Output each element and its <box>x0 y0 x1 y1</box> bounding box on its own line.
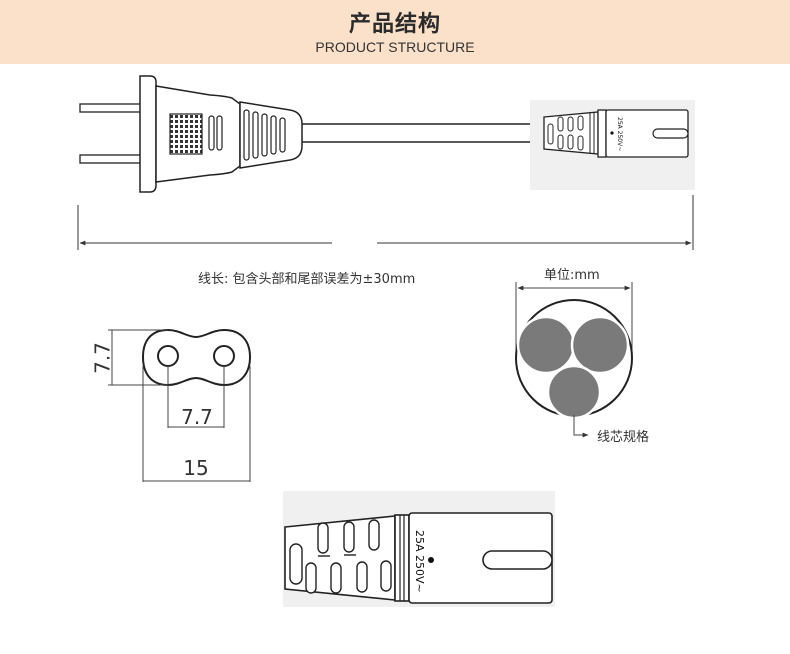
large-connector-photo: 25A 250V~ <box>283 491 555 607</box>
dim-width: 15 <box>183 456 208 480</box>
large-connector-marking: 25A 250V~ <box>413 530 426 593</box>
connector-face-drawing <box>108 328 252 482</box>
plug-grip-grid <box>169 113 203 155</box>
small-connector-marking: 25A 250V~ <box>616 117 623 151</box>
title-chinese: 产品结构 <box>348 12 441 37</box>
cable <box>302 123 545 143</box>
core-spec-label: 线芯规格 <box>597 429 649 445</box>
dim-pitch: 7.7 <box>181 405 213 429</box>
length-dimension <box>77 195 694 250</box>
plug-face <box>139 75 157 193</box>
plug-drawing <box>79 75 303 193</box>
wire-cross-section <box>515 282 633 438</box>
dim-height: 7.7 <box>91 342 115 374</box>
core-2 <box>570 315 630 375</box>
small-connector-photo: 25A 250V~ <box>530 100 695 190</box>
core-3 <box>546 364 602 420</box>
prong-bottom <box>79 154 143 164</box>
unit-note: 单位:mm <box>544 268 600 283</box>
prong-top <box>79 103 143 113</box>
core-1 <box>516 315 576 375</box>
header-bar: 产品结构 PRODUCT STRUCTURE <box>0 0 790 64</box>
cord-length-note: 线长: 包含头部和尾部误差为±30mm <box>198 271 415 287</box>
title-english: PRODUCT STRUCTURE <box>315 39 475 55</box>
